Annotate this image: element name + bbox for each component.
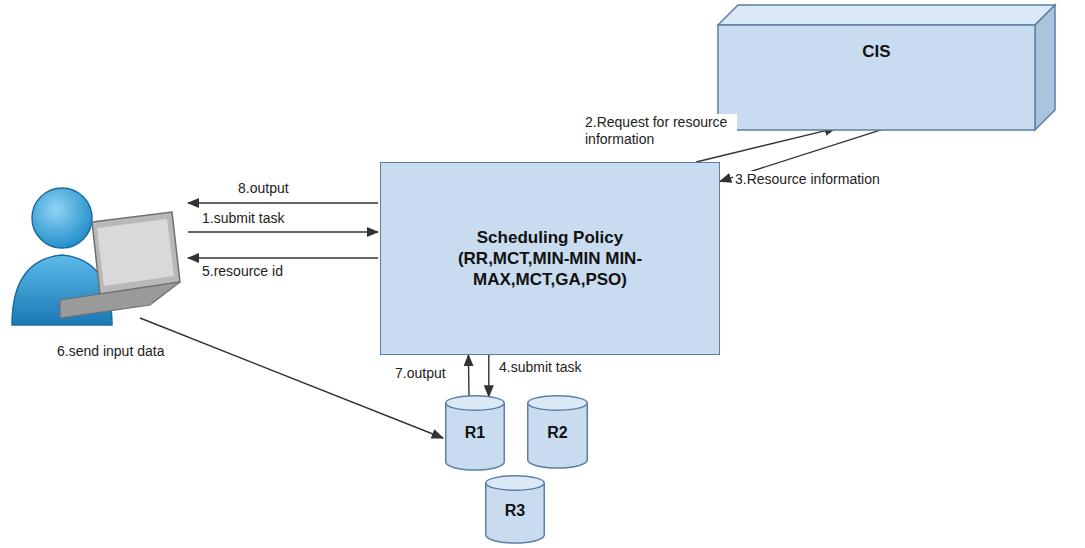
resource-cylinder: R1 [445, 395, 505, 470]
user-icon [12, 188, 180, 325]
cis-cube: CIS [718, 5, 1055, 130]
arrow-label: 1.submit task [200, 210, 286, 227]
arrow-label: 8.output [236, 180, 291, 197]
cylinder-top [446, 396, 505, 411]
cylinder-top [528, 396, 588, 411]
connector-arrow [468, 355, 470, 397]
cylinder-top [486, 476, 545, 491]
cylinder-body [528, 403, 588, 468]
resource-cylinder: R2 [527, 395, 588, 468]
edge-label: 7.output [393, 365, 448, 382]
node-text: R3 [505, 501, 525, 521]
node-text: Scheduling Policy (RR,MCT,MIN-MIN MIN-MA… [450, 227, 650, 291]
arrow-label: 5.resource id [200, 263, 285, 280]
cylinder-body [486, 483, 545, 543]
cube-front [718, 25, 1035, 130]
edge-label: 3.Resource information [733, 171, 882, 188]
resource-cylinder: R3 [485, 475, 545, 543]
connector-arrow [488, 355, 489, 397]
cylinder-body [446, 403, 505, 470]
edge-label: 2.Request for resource information [583, 114, 737, 148]
arrow-label: 6.send input data [55, 343, 166, 360]
scheduler-box: Scheduling Policy (RR,MCT,MIN-MIN MIN-MA… [380, 162, 720, 355]
cube-side [1035, 5, 1055, 130]
node-text: CIS [862, 41, 890, 62]
cube-top [718, 5, 1055, 25]
node-text: R2 [547, 423, 567, 443]
cube-outline [718, 5, 1055, 130]
node-text: R1 [465, 423, 485, 443]
edge-label: 4.submit task [497, 359, 583, 376]
